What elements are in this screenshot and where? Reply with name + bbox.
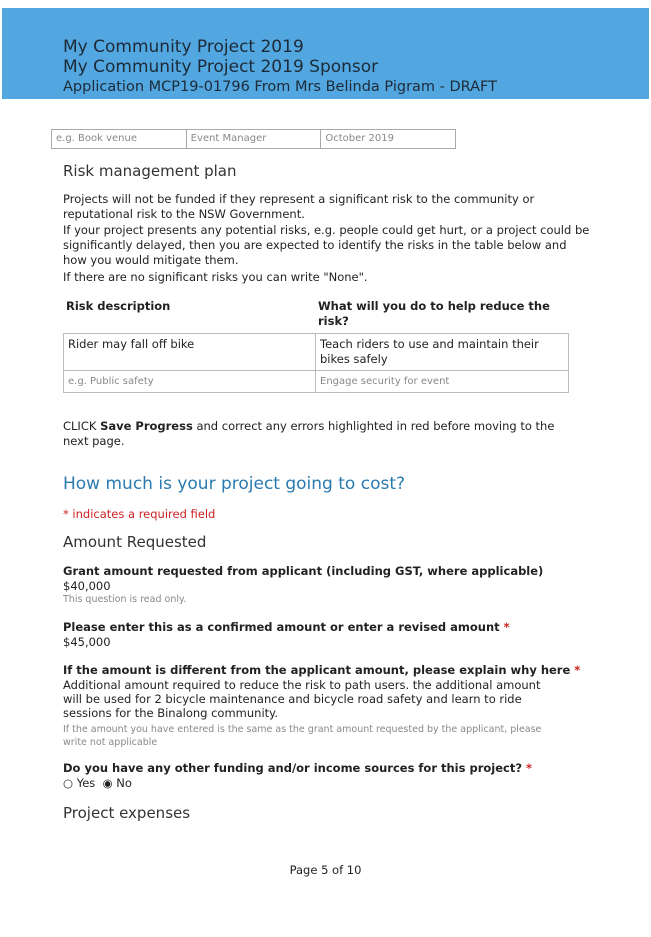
form-content: e.g. Book venue Event Manager October 20… xyxy=(51,129,593,823)
required-note: * indicates a required field xyxy=(63,507,216,521)
task-row: e.g. Book venue Event Manager October 20… xyxy=(51,129,456,149)
save-instructions: CLICK Save Progress and correct any erro… xyxy=(63,419,563,449)
application-title: Application MCP19-01796 From Mrs Belinda… xyxy=(63,79,498,95)
date-input[interactable]: October 2019 xyxy=(325,133,394,144)
explain-value[interactable]: Additional amount required to reduce the… xyxy=(63,678,541,720)
yes-label: Yes xyxy=(76,776,96,790)
save-progress-label: Save Progress xyxy=(100,419,193,433)
risk-intro-3: If there are no significant risks you ca… xyxy=(63,270,368,284)
read-only-note: This question is read only. xyxy=(63,594,187,605)
cost-heading: How much is your project going to cost? xyxy=(63,474,406,494)
no-label: No xyxy=(116,776,132,790)
revised-amount-value[interactable]: $45,000 xyxy=(63,635,111,649)
radio-yes[interactable]: ○ Yes xyxy=(63,776,96,790)
task-input[interactable]: e.g. Book venue xyxy=(52,130,187,148)
risk-cell[interactable]: Rider may fall off bike xyxy=(63,333,316,371)
q-revised-label: Please enter this as a confirmed amount … xyxy=(63,620,500,634)
sponsor-title: My Community Project 2019 Sponsor xyxy=(63,57,379,77)
explain-note: If the amount you have entered is the sa… xyxy=(63,724,542,748)
required-star: * xyxy=(574,663,581,677)
required-star: * xyxy=(526,761,533,775)
mitigation-cell[interactable]: Teach riders to use and maintain their b… xyxy=(315,333,569,371)
required-star: * xyxy=(503,620,510,634)
page-header: My Community Project 2019 My Community P… xyxy=(2,8,649,99)
q-explain-label: If the amount is different from the appl… xyxy=(63,663,571,677)
funding-radio-group: ○ Yes ◉ No xyxy=(63,776,583,790)
risk-intro-2: If your project presents any potential r… xyxy=(63,223,590,267)
risk-intro-1: Projects will not be funded if they repr… xyxy=(63,192,535,221)
mitigation-cell[interactable]: Engage security for event xyxy=(315,370,569,393)
responsible-input[interactable]: Event Manager xyxy=(187,130,322,148)
risk-table-header: Risk description What will you do to hel… xyxy=(63,299,593,329)
q-grant-amount: Grant amount requested from applicant (i… xyxy=(63,564,544,578)
page-number: Page 5 of 10 xyxy=(289,863,362,877)
instr-post: and correct any errors highlighted in re… xyxy=(63,419,555,448)
mitigation-col-header: What will you do to help reduce the risk… xyxy=(318,299,550,328)
radio-no[interactable]: ◉ No xyxy=(102,776,132,790)
risk-cell[interactable]: e.g. Public safety xyxy=(63,370,316,393)
q-other-funding-label: Do you have any other funding and/or inc… xyxy=(63,761,523,775)
instr-pre: CLICK xyxy=(63,419,101,433)
program-title: My Community Project 2019 xyxy=(63,37,304,57)
q-explain: If the amount is different from the appl… xyxy=(63,663,583,678)
risk-heading: Risk management plan xyxy=(63,162,237,180)
q-revised-amount: Please enter this as a confirmed amount … xyxy=(63,620,583,635)
amount-heading: Amount Requested xyxy=(63,533,207,551)
q-other-funding: Do you have any other funding and/or inc… xyxy=(63,761,583,776)
risk-col-header: Risk description xyxy=(66,299,171,313)
expenses-heading: Project expenses xyxy=(63,804,191,822)
grant-amount-value: $40,000 xyxy=(63,579,111,593)
